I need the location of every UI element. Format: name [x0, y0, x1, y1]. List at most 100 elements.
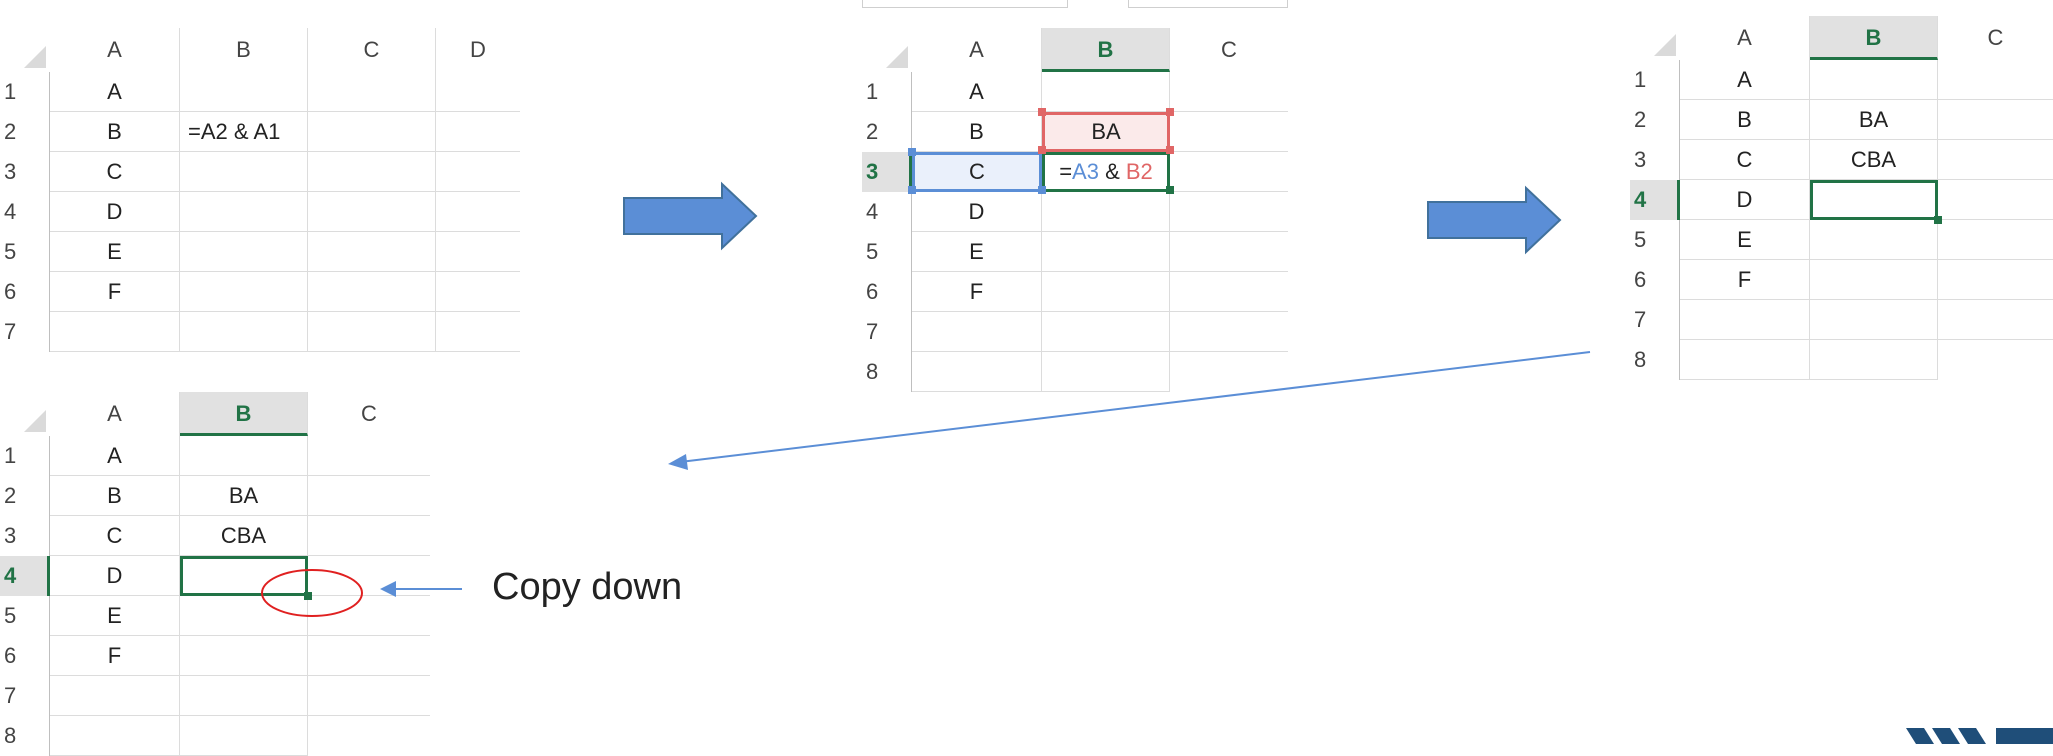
select-all-corner[interactable]: [1630, 16, 1680, 60]
cell-a8[interactable]: [912, 352, 1042, 392]
cell-a3[interactable]: C: [1680, 140, 1810, 180]
cell-b8[interactable]: [1810, 340, 1938, 380]
column-header-a[interactable]: A: [50, 28, 180, 72]
cell-c2[interactable]: [1170, 112, 1288, 152]
cell-c7[interactable]: [1938, 300, 2053, 340]
row-header-6[interactable]: 6: [0, 272, 50, 312]
cell-a1[interactable]: A: [1680, 60, 1810, 100]
cell-a3[interactable]: C: [50, 516, 180, 556]
cell-a5[interactable]: E: [50, 596, 180, 636]
cell-c6[interactable]: [308, 636, 430, 676]
row-header-8[interactable]: 8: [1630, 340, 1680, 380]
cell-b5[interactable]: [180, 232, 308, 272]
row-header-2[interactable]: 2: [0, 476, 50, 516]
cell-b6[interactable]: [180, 636, 308, 676]
cell-b6[interactable]: [1810, 260, 1938, 300]
cell-b1[interactable]: [1042, 72, 1170, 112]
column-header-b[interactable]: B: [180, 28, 308, 72]
row-header-5[interactable]: 5: [0, 232, 50, 272]
cell-b5[interactable]: [1810, 220, 1938, 260]
row-header-2[interactable]: 2: [1630, 100, 1680, 140]
cell-c3[interactable]: [1938, 140, 2053, 180]
row-header-4[interactable]: 4: [862, 192, 912, 232]
cell-c2[interactable]: [308, 112, 436, 152]
column-header-d[interactable]: D: [470, 37, 486, 62]
column-header-b[interactable]: B: [1042, 28, 1170, 72]
range-handle[interactable]: [1166, 108, 1174, 116]
cell-c3[interactable]: [1170, 152, 1288, 192]
row-header-7[interactable]: 7: [0, 312, 50, 352]
column-header-a[interactable]: A: [912, 28, 1042, 72]
row-header-3[interactable]: 3: [0, 152, 50, 192]
cell-a1[interactable]: A: [50, 436, 180, 476]
cell-b4[interactable]: [1042, 192, 1170, 232]
cell-d4[interactable]: [436, 192, 520, 232]
cell-c6[interactable]: [1938, 260, 2053, 300]
cell-a2[interactable]: B: [50, 112, 180, 152]
fill-handle[interactable]: [1934, 216, 1942, 224]
cell-b7[interactable]: [180, 676, 308, 716]
cell-a5[interactable]: E: [1680, 220, 1810, 260]
cell-b8[interactable]: [180, 716, 308, 756]
cell-c4[interactable]: [308, 556, 430, 596]
cell-a6[interactable]: F: [1680, 260, 1810, 300]
range-handle[interactable]: [908, 186, 916, 194]
row-header-4[interactable]: 4: [0, 556, 50, 596]
cell-a5[interactable]: E: [50, 232, 180, 272]
cell-a2[interactable]: B: [912, 112, 1042, 152]
cell-b2-referenced[interactable]: BA: [1042, 112, 1170, 152]
row-header-1[interactable]: 1: [862, 72, 912, 112]
cell-b5[interactable]: [1042, 232, 1170, 272]
column-header-c[interactable]: C: [1221, 37, 1237, 62]
cell-a7[interactable]: [50, 676, 180, 716]
row-header-7[interactable]: 7: [862, 312, 912, 352]
cell-b6[interactable]: [1042, 272, 1170, 312]
column-header-a[interactable]: A: [1680, 16, 1810, 60]
cell-a6[interactable]: F: [912, 272, 1042, 312]
column-header-b[interactable]: B: [180, 392, 308, 436]
cell-a1[interactable]: A: [50, 72, 180, 112]
cell-a2[interactable]: B: [50, 476, 180, 516]
row-header-7[interactable]: 7: [1630, 300, 1680, 340]
cell-a2[interactable]: B: [1680, 100, 1810, 140]
cell-c4[interactable]: [1170, 192, 1288, 232]
cell-a1[interactable]: A: [912, 72, 1042, 112]
cell-c1[interactable]: [308, 72, 436, 112]
row-header-6[interactable]: 6: [1630, 260, 1680, 300]
cell-b1[interactable]: [180, 436, 308, 476]
cell-b3[interactable]: CBA: [180, 516, 308, 556]
cell-b7[interactable]: [1810, 300, 1938, 340]
cell-b4-selected[interactable]: [180, 556, 308, 596]
cell-b4[interactable]: [180, 192, 308, 232]
select-all-corner[interactable]: [0, 392, 50, 436]
row-header-4[interactable]: 4: [1630, 180, 1680, 220]
column-header-b[interactable]: B: [1810, 16, 1938, 60]
cell-a5[interactable]: E: [912, 232, 1042, 272]
fill-handle[interactable]: [304, 592, 312, 600]
row-header-3[interactable]: 3: [0, 516, 50, 556]
cell-c6[interactable]: [1170, 272, 1288, 312]
cell-a7[interactable]: [1680, 300, 1810, 340]
cell-c7[interactable]: [1170, 312, 1288, 352]
cell-a6[interactable]: F: [50, 636, 180, 676]
cell-a4[interactable]: D: [1680, 180, 1810, 220]
cell-c6[interactable]: [308, 272, 436, 312]
cell-a3-referenced[interactable]: C: [912, 152, 1042, 192]
row-header-8[interactable]: 8: [862, 352, 912, 392]
row-header-7[interactable]: 7: [0, 676, 50, 716]
row-header-4[interactable]: 4: [0, 192, 50, 232]
cell-b6[interactable]: [180, 272, 308, 312]
cell-b7[interactable]: [1042, 312, 1170, 352]
row-header-6[interactable]: 6: [0, 636, 50, 676]
range-handle[interactable]: [1166, 146, 1174, 154]
row-header-1[interactable]: 1: [0, 72, 50, 112]
cell-c7[interactable]: [308, 312, 436, 352]
cell-b2[interactable]: BA: [1810, 100, 1938, 140]
row-header-1[interactable]: 1: [0, 436, 50, 476]
cell-c5[interactable]: [1170, 232, 1288, 272]
row-header-2[interactable]: 2: [0, 112, 50, 152]
cell-d5[interactable]: [436, 232, 520, 272]
row-header-3[interactable]: 3: [1630, 140, 1680, 180]
cell-c3[interactable]: [308, 152, 436, 192]
cell-d1[interactable]: [436, 72, 520, 112]
